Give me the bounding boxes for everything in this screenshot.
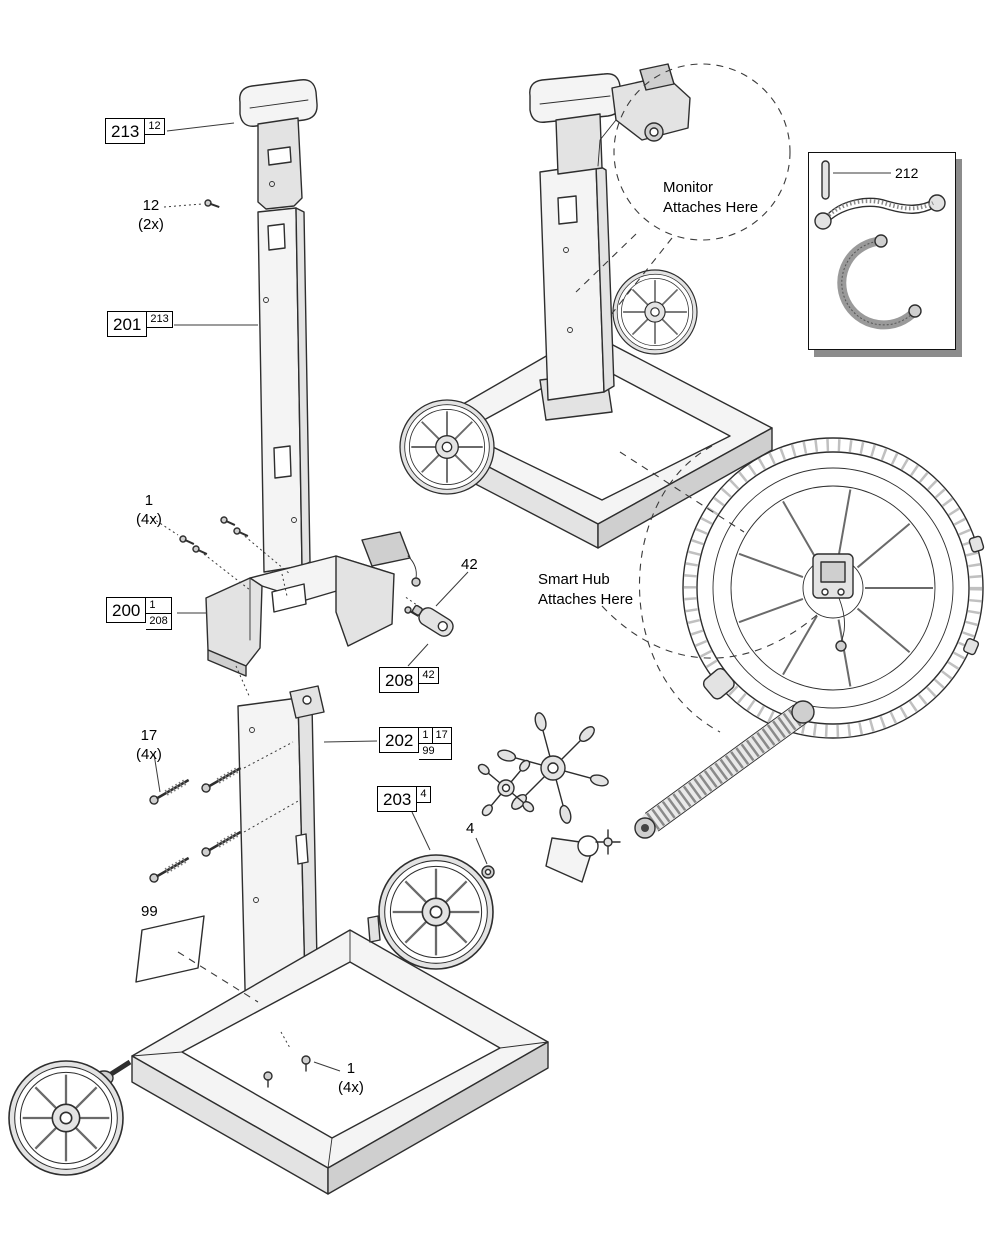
callout-200-number: 200: [106, 597, 147, 623]
callout-213-ref: 12: [148, 120, 161, 132]
callout-203-number: 203: [377, 786, 418, 812]
serial-sticker: [135, 915, 205, 983]
callout-208-ref: 42: [422, 669, 435, 681]
drum-reel: [682, 437, 985, 739]
monitor-attach-callout: [575, 63, 791, 317]
upper-post: [257, 207, 311, 573]
carrier-star: [497, 712, 609, 824]
handle-part: [239, 79, 318, 210]
callout-202: 202 1 17 99: [379, 727, 452, 760]
callout-4: 4: [466, 820, 475, 837]
callout-42: 42: [461, 556, 478, 573]
callout-202-ref-1: 1: [422, 729, 429, 741]
callout-200-ref-top: 1: [149, 599, 156, 611]
post-screw-icon: [201, 829, 243, 858]
push-rod: [634, 700, 815, 839]
drum-attach-arc: [639, 445, 721, 733]
callout-213: 213 12: [105, 118, 165, 144]
callout-200-ref-bottom: 208: [146, 613, 171, 629]
callout-200: 200 1 208: [106, 597, 172, 630]
post-screw-icon: [149, 777, 191, 806]
dock-screw-icon: [219, 515, 238, 529]
callout-213-number: 213: [105, 118, 146, 144]
latch-part-42: [411, 604, 454, 637]
callout-212: 212: [895, 165, 919, 181]
callout-99: 99: [141, 903, 158, 920]
callout-201-number: 201: [107, 311, 148, 337]
callout-1-4x-bottom: 1 (4x): [338, 1060, 364, 1096]
post-screw-icon: [201, 765, 243, 794]
callout-203-ref: 4: [420, 788, 427, 800]
assembled-cart: [399, 63, 773, 549]
post-screw-icon: [149, 855, 191, 884]
callout-202-ref-99: 99: [419, 743, 451, 759]
guide-ball: [545, 829, 621, 883]
wheel-203: [377, 853, 495, 971]
leader-lines: [151, 122, 819, 1072]
callout-202-ref-17: 17: [431, 728, 451, 743]
inset-detail-box: 212: [808, 152, 956, 350]
dock-screw-icon: [178, 534, 197, 548]
guide-skid-small: [477, 759, 535, 817]
clamp-part: [814, 194, 946, 230]
callout-202-number: 202: [379, 727, 420, 753]
base-wheel: [7, 1059, 125, 1177]
dock-screw-icon: [232, 526, 251, 540]
base-frame: [94, 915, 549, 1195]
callout-12-2x: 12 (2x): [138, 197, 164, 233]
inset-line-art: [814, 160, 946, 330]
callout-17-4x: 17 (4x): [136, 727, 162, 763]
callout-1-4x-top: 1 (4x): [136, 492, 162, 528]
callout-203: 203 4: [377, 786, 431, 812]
callout-208-number: 208: [379, 667, 420, 693]
annotation-monitor: Monitor Attaches Here: [663, 179, 759, 216]
dock-assembly: [205, 531, 421, 677]
handle-screw-icon: [203, 198, 222, 211]
wheel-nut: [481, 865, 495, 879]
hose-coil: [837, 234, 922, 330]
annotation-smart-hub: Smart Hub Attaches Here: [538, 571, 634, 608]
callout-208: 208 42: [379, 667, 439, 693]
callout-201: 201 213: [107, 311, 173, 337]
callout-201-ref: 213: [150, 313, 169, 325]
